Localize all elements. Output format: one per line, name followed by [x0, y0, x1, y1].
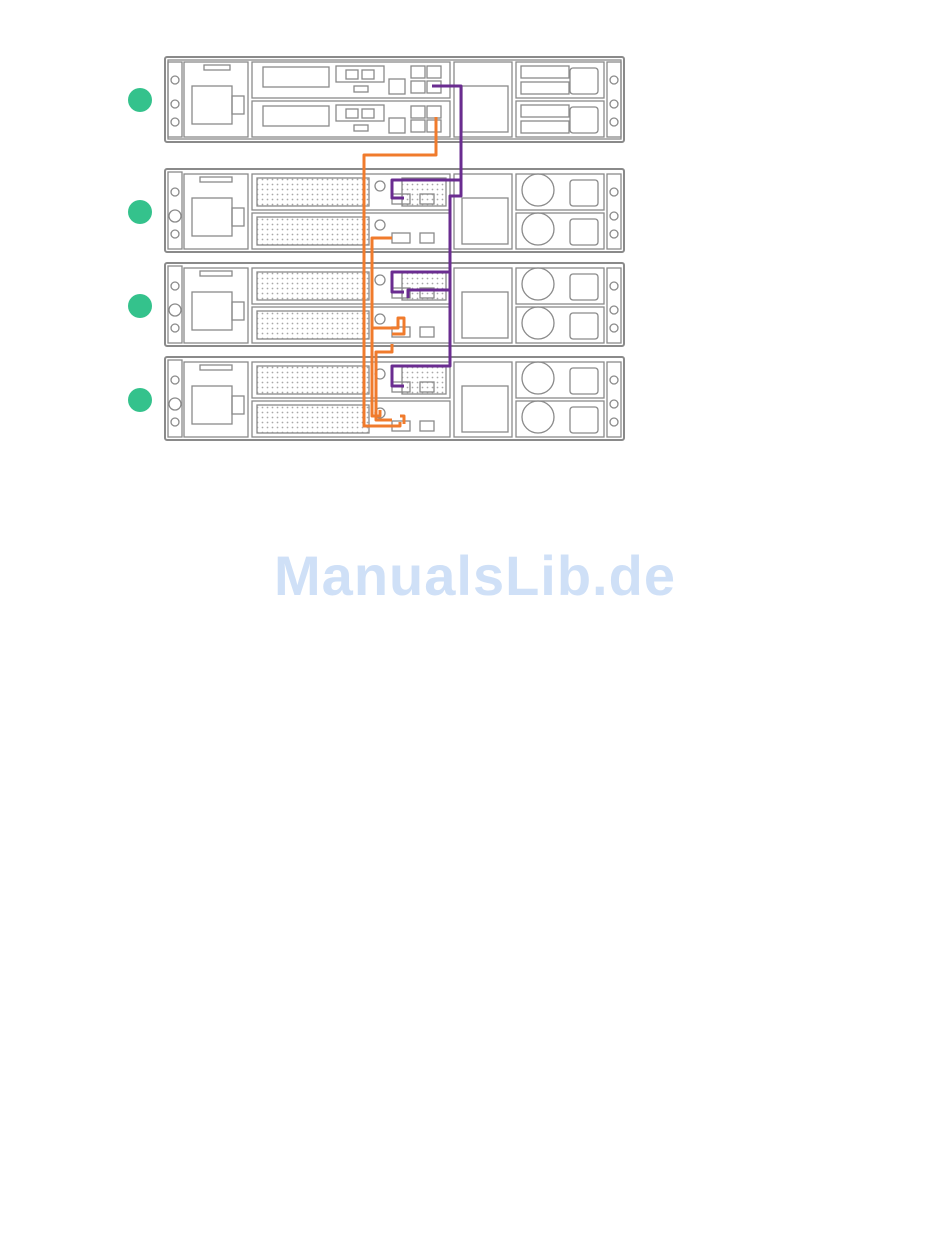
unit-badge — [128, 200, 152, 224]
hardware-outline — [257, 178, 369, 206]
expansion-unit-3 — [165, 357, 624, 440]
hardware-outline — [257, 366, 369, 394]
unit-badges — [128, 88, 152, 412]
hardware-outline — [165, 57, 624, 142]
controller-unit — [165, 57, 624, 142]
hardware-outline — [402, 366, 446, 394]
watermark: ManualsLib.de — [0, 543, 950, 608]
hardware-outline — [257, 405, 369, 433]
hardware-outline — [257, 311, 369, 339]
unit-badge — [128, 294, 152, 318]
hardware-outline — [402, 178, 446, 206]
hardware-outline — [257, 217, 369, 245]
unit-badge — [128, 88, 152, 112]
unit-badge — [128, 388, 152, 412]
hardware-outline — [257, 272, 369, 300]
